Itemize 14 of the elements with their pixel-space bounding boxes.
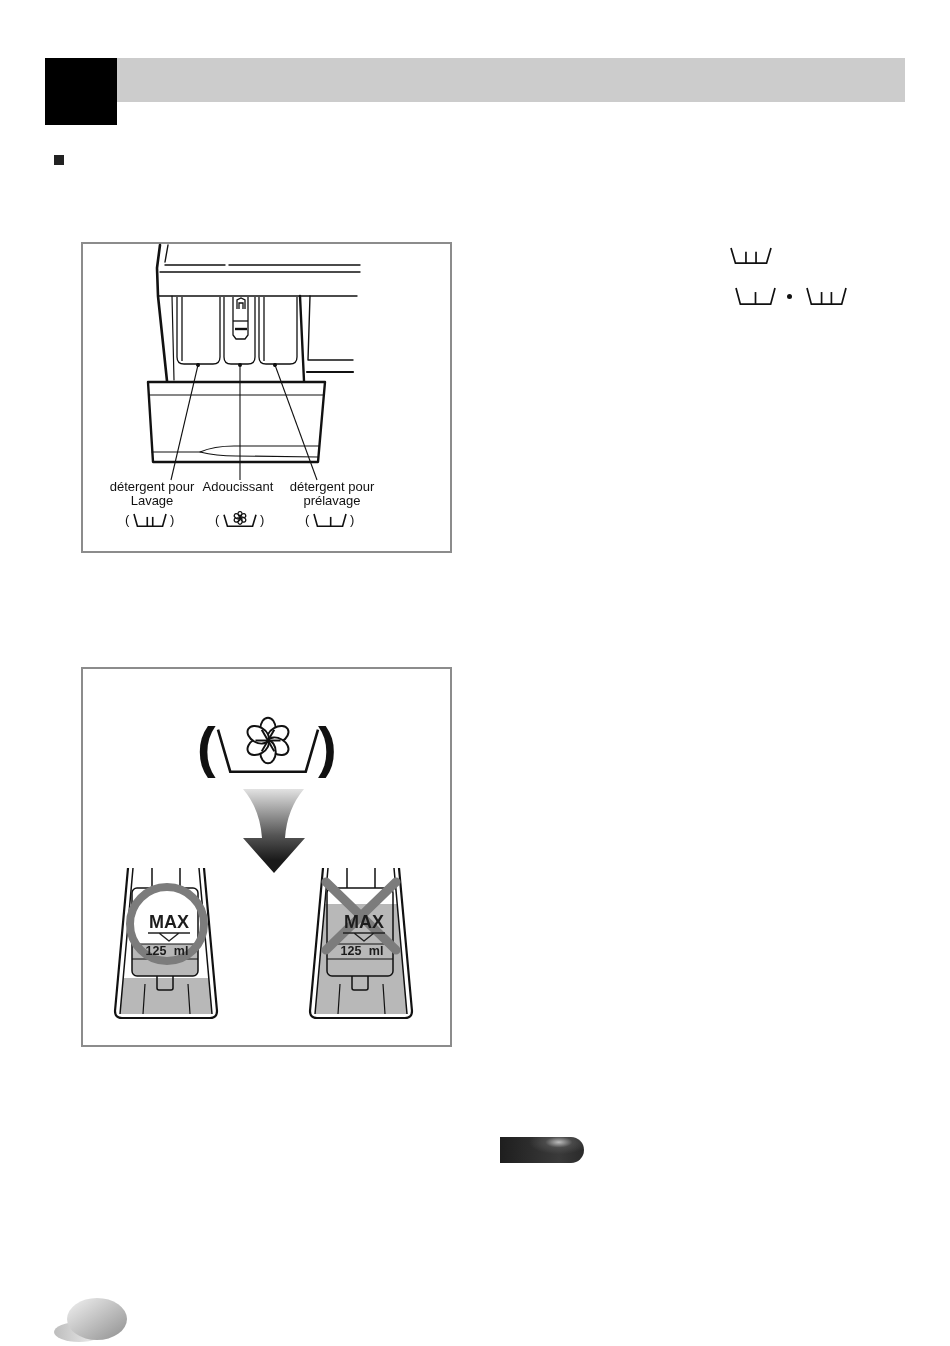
max-level-text: MAX xyxy=(148,913,190,932)
opening-parenthesis: ( xyxy=(215,513,220,527)
closing-parenthesis: ) xyxy=(350,513,355,527)
opening-parenthesis: ( xyxy=(125,513,130,527)
opening-parenthesis: ( xyxy=(305,513,310,527)
closing-parenthesis: ) xyxy=(170,513,175,527)
capacity-text: 125 ml xyxy=(339,945,385,959)
capacity-text: 125 ml xyxy=(144,945,190,959)
callout-label: détergent pour prélavage xyxy=(284,480,380,508)
leader-line xyxy=(273,363,318,481)
closing-parenthesis: ) xyxy=(260,513,265,527)
leader-line xyxy=(170,363,200,481)
note-tab xyxy=(500,1137,584,1163)
leader-line xyxy=(238,363,242,481)
